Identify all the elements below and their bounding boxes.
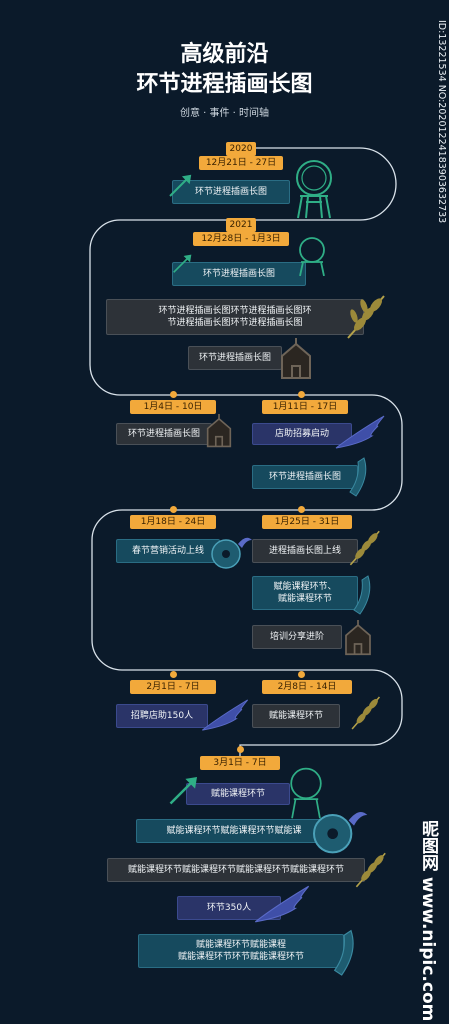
timeline-dot (298, 671, 305, 678)
wing-icon (335, 415, 385, 449)
date-tag: 2月1日 - 7日 (130, 680, 216, 694)
horn-icon (333, 929, 354, 976)
timeline-box: 招聘店助150人 (116, 704, 208, 728)
box-line: 节进程插画长图环节进程插画长图 (167, 318, 303, 328)
house-icon (206, 414, 232, 448)
wing-icon (254, 885, 310, 923)
timeline-box: 环节进程插画长图 (172, 180, 290, 204)
spear-icon (169, 776, 198, 805)
page-title-line1: 高级前沿 (180, 42, 269, 67)
wheat-icon (355, 852, 386, 888)
timeline-box: 赋能课程环节赋能课程环节赋能课 (136, 819, 332, 843)
wheat-icon (347, 295, 385, 339)
timeline-dot (298, 391, 305, 398)
box-line: 赋能课程环节环节赋能课程环节 (177, 952, 304, 962)
date-tag: 12月21日 - 27日 (199, 156, 283, 170)
timeline-box: 进程插画长图上线 (252, 539, 358, 563)
spear-icon (169, 174, 192, 197)
house-icon (281, 338, 311, 379)
drum-tower-icon (299, 237, 325, 276)
horn-icon (353, 575, 371, 615)
timeline-dot (170, 391, 177, 398)
wheat-icon (351, 696, 381, 730)
timeline-box: 环节进程插画长图 (116, 423, 212, 445)
date-tag: 1月11日 - 17日 (262, 400, 348, 414)
fan-icon (313, 812, 368, 854)
timeline-box: 环节进程插画长图环节进程插画长图环 节进程插画长图环节进程插画长图 (106, 299, 364, 335)
timeline-box: 环节进程插画长图 (188, 346, 282, 370)
timeline-box: 赋能课程环节赋能课程环节赋能课程环节赋能课程环节 (107, 858, 365, 882)
box-line: 环节进程插画长图环节进程插画长图环 (158, 306, 312, 316)
timeline-box: 春节营销活动上线 (116, 539, 220, 563)
horn-icon (349, 457, 367, 497)
drum-tower-icon (290, 767, 322, 819)
timeline-dot (298, 506, 305, 513)
date-tag: 12月28日 - 1月3日 (193, 232, 289, 246)
page-title-line2: 环节进程插画长图 (136, 72, 313, 97)
wheat-icon (349, 530, 380, 566)
page-subtitle: 创意 · 事件 · 时间轴 (179, 108, 270, 119)
fan-icon (211, 537, 252, 569)
box-line: 赋能课程环节 (277, 594, 332, 604)
image-id-text: ID:13221534 NO:20201224183903632733 (436, 20, 447, 224)
spear-icon (173, 254, 192, 273)
wing-icon (202, 699, 249, 731)
date-tag: 2月8日 - 14日 (262, 680, 352, 694)
date-tag: 1月4日 - 10日 (130, 400, 216, 414)
year-tag-2021: 2021 (226, 218, 256, 232)
year-tag-2020: 2020 (226, 142, 256, 156)
timeline-dot (170, 506, 177, 513)
date-tag: 1月25日 - 31日 (262, 515, 352, 529)
house-icon (345, 620, 371, 656)
timeline-box: 赋能课程环节赋能课程 赋能课程环节环节赋能课程环节 (138, 934, 344, 968)
box-line: 赋能课程环节赋能课程 (195, 940, 286, 950)
date-tag: 3月1日 - 7日 (200, 756, 280, 770)
timeline-box: 赋能课程环节 (186, 783, 290, 805)
timeline-box: 环节进程插画长图 (252, 465, 358, 489)
timeline-dot (170, 671, 177, 678)
timeline-box: 培训分享进阶 (252, 625, 342, 649)
box-line: 赋能课程环节、 (273, 582, 337, 592)
timeline-box: 赋能课程环节、 赋能课程环节 (252, 576, 358, 610)
timeline-dot (237, 746, 244, 753)
timeline-box: 环节进程插画长图 (172, 262, 306, 286)
watermark-text: 昵图网 www.nipic.com (418, 820, 438, 1022)
timeline-box: 赋能课程环节 (252, 704, 340, 728)
timeline-box: 店助招募启动 (252, 423, 352, 445)
date-tag: 1月18日 - 24日 (130, 515, 216, 529)
drum-tower-icon (296, 160, 332, 219)
